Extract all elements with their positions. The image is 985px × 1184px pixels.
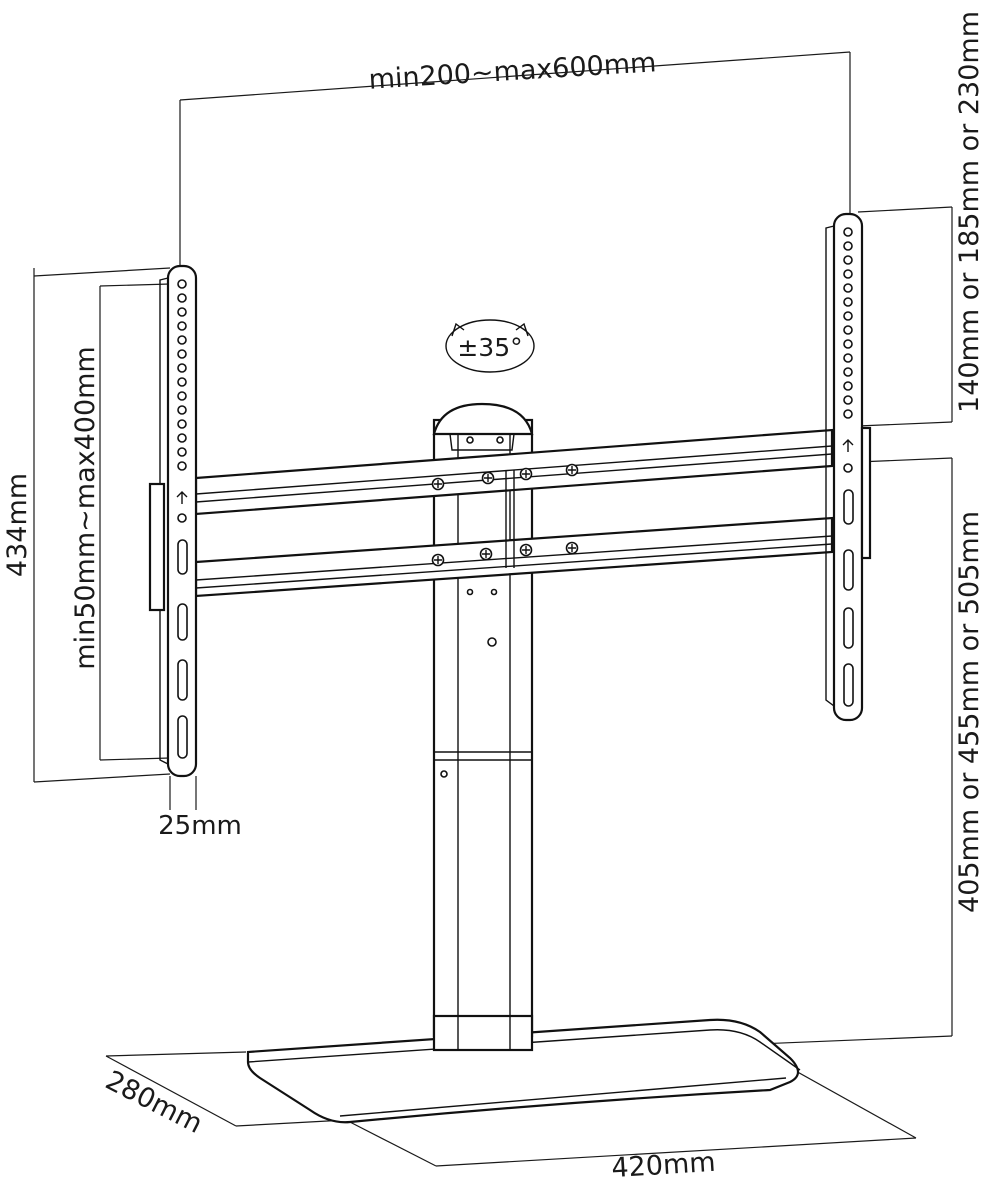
overall-height-label: 434mm [2, 473, 33, 577]
pole-height-label: 405mm or 455mm or 505mm [954, 511, 985, 913]
base-plate [246, 1018, 801, 1124]
screw-icons-lower [431, 541, 579, 567]
right-bracket-arm [825, 212, 872, 722]
vesa-width-label: min200~max600mm [368, 47, 657, 96]
up-arrow-icon [842, 439, 854, 452]
bracket-depth-label: 25mm [158, 811, 242, 841]
left-bracket-arm [148, 264, 198, 778]
dimension-lines [33, 51, 953, 1167]
rotate-arrow-icon [451, 322, 529, 337]
swivel-label: ±35° [457, 333, 522, 362]
up-arrow-icon [176, 491, 188, 504]
screw-icons-upper [431, 463, 579, 491]
mount-offset-label: 140mm or 185mm or 230mm [954, 11, 985, 413]
pole [432, 402, 534, 1052]
base-width-label: 420mm [611, 1147, 717, 1184]
swivel-badge: ±35° [445, 319, 535, 373]
mounting-rails [194, 428, 834, 598]
vesa-height-label: min50mm~max400mm [70, 346, 101, 669]
left-arm-holes [177, 279, 188, 759]
right-arm-holes [843, 227, 854, 707]
